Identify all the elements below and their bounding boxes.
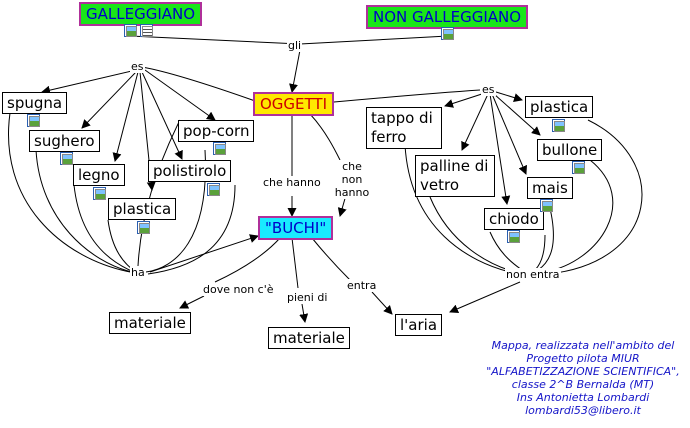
credit-line: classe 2^B Bernalda (MT) — [511, 378, 655, 391]
link-label-gli: gli — [287, 39, 303, 52]
credit-line: Mappa, realizzata nell'ambito del — [491, 339, 675, 352]
concept-materiale-2[interactable]: materiale — [268, 327, 350, 349]
image-icon[interactable] — [572, 161, 585, 174]
link-label-che-hanno: che hanno — [262, 176, 322, 189]
image-icon[interactable] — [207, 183, 220, 196]
concept-mais[interactable]: mais — [527, 177, 573, 199]
concept-galleggiano[interactable]: GALLEGGIANO — [79, 2, 203, 26]
credit-email[interactable]: lombardi53@libero.it — [525, 404, 641, 417]
image-icon[interactable] — [93, 187, 106, 200]
image-icon[interactable] — [60, 152, 73, 165]
image-icon[interactable] — [540, 199, 553, 212]
link-label-pieni-di: pieni di — [286, 291, 329, 304]
concept-legno[interactable]: legno — [73, 164, 125, 186]
concept-pop-corn[interactable]: pop-corn — [178, 120, 255, 142]
concept-tappo-di-ferro[interactable]: tappo di ferro — [366, 107, 442, 149]
link-label-che-non-hanno: che non hanno — [330, 160, 374, 199]
link-label-non-entra: non entra — [505, 268, 561, 281]
concept-buchi[interactable]: "BUCHI" — [258, 216, 334, 240]
image-icon[interactable] — [27, 114, 40, 127]
concept-bullone[interactable]: bullone — [537, 139, 603, 161]
image-icon[interactable] — [137, 221, 150, 234]
concept-polistirolo[interactable]: polistirolo — [148, 160, 232, 182]
concept-oggetti[interactable]: OGGETTI — [253, 92, 335, 116]
concept-plastica-left[interactable]: plastica — [108, 198, 177, 220]
concept-chiodo[interactable]: chiodo — [484, 208, 544, 230]
concept-materiale-1[interactable]: materiale — [109, 312, 191, 334]
document-icon[interactable] — [140, 24, 153, 37]
concept-spugna[interactable]: spugna — [2, 92, 68, 114]
concept-sughero[interactable]: sughero — [29, 130, 100, 152]
credit-line: Ins Antonietta Lombardi — [516, 391, 650, 404]
concept-aria[interactable]: l'aria — [395, 314, 443, 336]
credit-line: Progetto pilota MIUR — [526, 352, 640, 365]
image-icon[interactable] — [552, 119, 565, 132]
concept-plastica-right[interactable]: plastica — [525, 96, 594, 118]
concept-non-galleggiano[interactable]: NON GALLEGGIANO — [366, 5, 529, 29]
credit-note: Mappa, realizzata nell'ambito del Proget… — [478, 339, 688, 417]
credit-line: "ALFABETIZZAZIONE SCIENTIFICA", — [486, 365, 680, 378]
link-label-ha: ha — [130, 266, 146, 279]
image-icon[interactable] — [441, 27, 454, 40]
link-label-es-right: es — [481, 83, 496, 96]
concept-palline-di-vetro[interactable]: palline di vetro — [415, 155, 495, 197]
link-label-entra: entra — [346, 279, 378, 292]
image-icon[interactable] — [124, 24, 137, 37]
link-label-dove-non-ce: dove non c'è — [202, 283, 275, 296]
image-icon[interactable] — [213, 142, 226, 155]
image-icon[interactable] — [507, 230, 520, 243]
link-label-es-left: es — [130, 60, 145, 73]
